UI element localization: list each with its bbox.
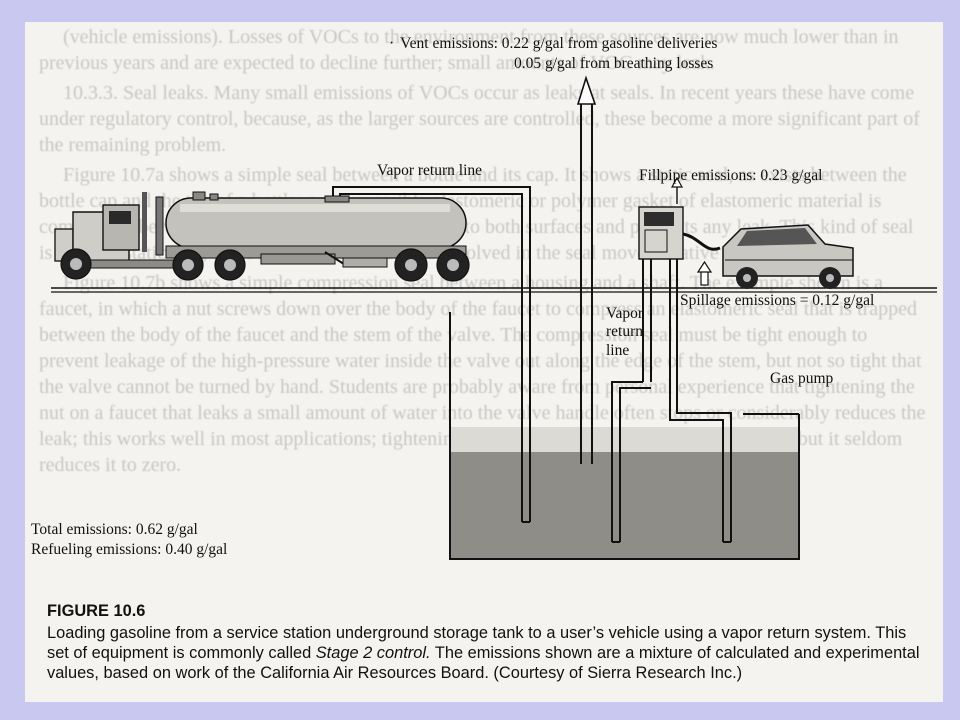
caption-text-start: Loading gasoline from a service station …: [47, 624, 907, 662]
figure-caption: FIGURE 10.6 Loading gasoline from a serv…: [47, 601, 927, 683]
vapor-return-mid-line-1: Vapor: [606, 305, 644, 322]
bg-paragraph: 10.3.3. Seal leaks. Many small emissions…: [39, 82, 920, 156]
vent-pipe: [576, 75, 597, 464]
gas-pump: [638, 206, 721, 260]
vapor-return-line-label-mid: Vapor return line: [606, 305, 643, 360]
vent-emissions-line-1: Vent emissions: 0.22 g/gal from gasoline…: [400, 35, 718, 52]
caption-text-end: The emissions shown are a mixture of cal…: [47, 644, 920, 682]
vapor-return-diagram: [51, 75, 937, 560]
figure-number: FIGURE 10.6: [47, 602, 146, 620]
bg-paragraph: (vehicle emissions). Losses of VOCs to t…: [39, 26, 899, 74]
tanker-truck: [54, 191, 470, 282]
vent-emissions-line-2: 0.05 g/gal from breathing losses: [514, 55, 714, 72]
caption-italic-term: Stage 2 control.: [315, 644, 431, 662]
vent-emissions-label: · Vent emissions: 0.22 g/gal from gasolin…: [389, 35, 717, 53]
total-emissions-label: Total emissions: 0.62 g/gal: [31, 521, 198, 538]
vapor-return-mid-line-3: line: [606, 341, 630, 359]
ground-line: [51, 287, 937, 293]
document-page: (vehicle emissions). Losses of VOCs to t…: [25, 22, 943, 702]
vapor-return-mid-line-2: return: [606, 323, 644, 341]
vapor-return-line-label: Vapor return line: [377, 162, 483, 179]
underground-storage-tank: [449, 312, 800, 560]
vapor-return-line-mid: [611, 259, 732, 543]
bullet-marker: ·: [389, 35, 395, 52]
fillpipe-emissions-label: Fillpipe emissions: 0.23 g/gal: [639, 167, 823, 184]
spillage-emission-arrow: [696, 260, 713, 286]
spillage-emissions-label: Spillage emissions = 0.12 g/gal: [680, 292, 875, 309]
gas-pump-label: Gas pump: [770, 370, 834, 387]
car: [722, 224, 854, 289]
refueling-emissions-label: Refueling emissions: 0.40 g/gal: [31, 541, 228, 558]
fillpipe-emission-arrow: [670, 176, 684, 204]
